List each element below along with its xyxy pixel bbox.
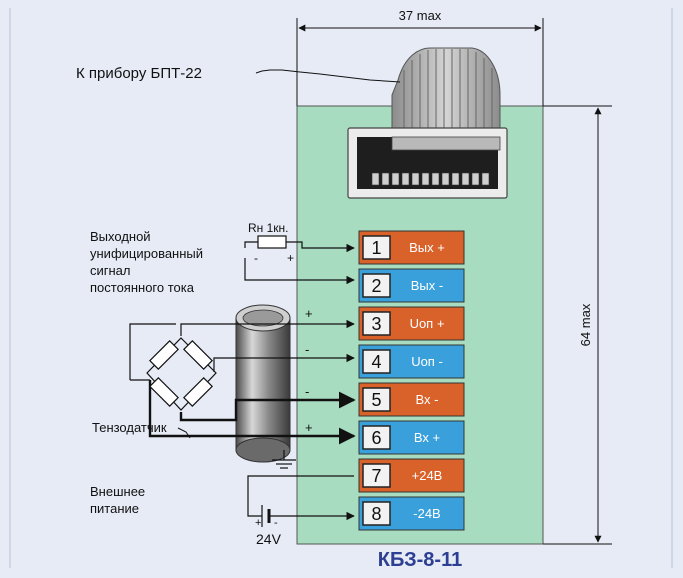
terminal-number-box [362, 235, 391, 260]
wire-sign-1: + [305, 306, 313, 321]
sensor-label: Тензодатчик [92, 420, 167, 435]
terminal-3: 3 Uоп + [358, 306, 465, 341]
battery-voltage-label: 24V [256, 531, 282, 547]
terminal-number-box [362, 425, 391, 450]
ground-icon [272, 450, 296, 469]
battery-plus-sign: + [255, 517, 261, 529]
terminal-number: 1 [371, 238, 381, 258]
terminal-block: 1 Вых + 2 Вых - 3 Uоп + 4 Uоп - 5 Вх - 6 Вх + 7 +24В 8… [358, 230, 465, 531]
terminal-label: Вх + [414, 430, 440, 445]
terminal-label: Вых + [409, 240, 445, 255]
terminal-1: 1 Вых + [358, 230, 465, 265]
terminal-5: 5 Вх - [358, 382, 465, 417]
output-signal-label-line-4: постоянного тока [90, 280, 195, 295]
terminal-number: 2 [371, 276, 381, 296]
power-label-line-2: питание [90, 501, 139, 516]
output-circuit [244, 241, 355, 285]
resistor-minus-sign: - [254, 251, 258, 265]
wire-sign-2: - [305, 342, 309, 357]
resistor-plus-sign: + [287, 251, 294, 265]
terminal-number: 6 [371, 428, 381, 448]
terminal-number: 3 [371, 314, 381, 334]
terminal-number-box [362, 273, 391, 298]
terminal-6: 6 Вх + [358, 420, 465, 455]
ribbon-connector [347, 127, 508, 199]
terminal-label: -24В [413, 506, 440, 521]
width-dimension-label: 37 max [399, 8, 442, 23]
terminal-number-box [362, 349, 391, 374]
cable-label: К прибору БПТ-22 [76, 65, 202, 82]
terminal-label: Uоп - [411, 354, 443, 369]
width-dimension: 37 max [296, 8, 544, 106]
terminal-number-box [362, 387, 391, 412]
terminal-number-box [362, 501, 391, 526]
terminal-number: 5 [371, 390, 381, 410]
terminal-label: +24В [412, 468, 443, 483]
output-signal-label-line-1: Выходной [90, 229, 151, 244]
height-dimension: 64 max [543, 105, 612, 545]
terminal-number: 7 [371, 466, 381, 486]
battery-minus-sign: - [274, 517, 278, 529]
terminal-2: 2 Вых - [358, 268, 465, 303]
output-signal-label-line-2: унифицированный [90, 246, 203, 261]
terminal-label: Вх - [416, 392, 439, 407]
wire-sign-3: - [305, 384, 309, 399]
model-title: КБЗ-8-11 [378, 549, 462, 571]
terminal-number: 8 [371, 504, 381, 524]
battery-icon [261, 505, 271, 527]
power-label-line-1: Внешнее [90, 484, 145, 499]
wire-sign-4: + [305, 420, 313, 435]
shielded-cable [235, 304, 291, 463]
resistor-label: Rн 1кн. [248, 221, 289, 235]
terminal-number-box [362, 311, 391, 336]
terminal-number-box [362, 463, 391, 488]
height-dimension-label: 64 max [578, 303, 593, 346]
load-resistor [257, 235, 287, 249]
terminal-label: Вых - [411, 278, 443, 293]
terminal-number: 4 [371, 352, 381, 372]
terminal-label: Uоп + [410, 316, 445, 331]
strain-gauge-bridge [146, 337, 217, 411]
terminal-8: 8 -24В [358, 496, 465, 531]
terminal-7: 7 +24В [358, 458, 465, 493]
output-signal-label-line-3: сигнал [90, 263, 131, 278]
terminal-4: 4 Uоп - [358, 344, 465, 379]
